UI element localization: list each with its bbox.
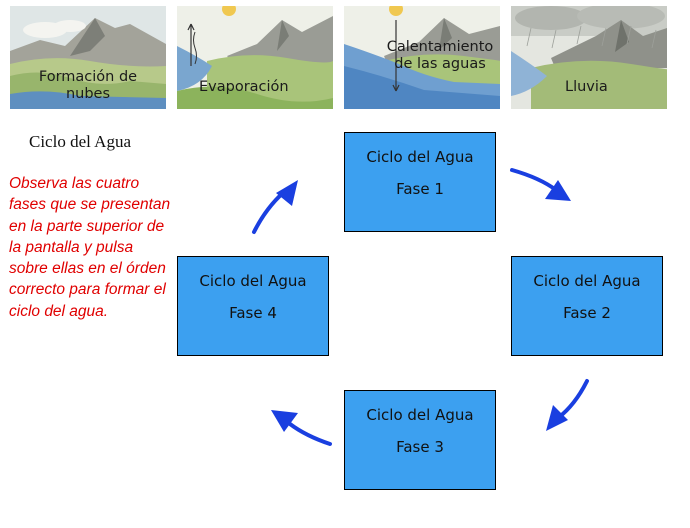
sun-icon (389, 6, 403, 16)
arrow-phase4-to-phase1-icon (252, 190, 286, 234)
tile-rain[interactable]: Lluvia (511, 6, 667, 109)
arrow-phase1-to-phase2-icon (510, 168, 558, 192)
arrow-phase3-to-phase4-icon (288, 422, 332, 446)
tile-cloud-formation[interactable]: Formación de nubes (10, 6, 166, 109)
tile-caption: Formación de nubes (38, 69, 138, 102)
tile-caption: Lluvia (565, 79, 608, 95)
phase-label: Fase 2 (563, 304, 611, 322)
phase-label: Fase 3 (396, 438, 444, 456)
phase-title: Ciclo del Agua (199, 272, 307, 290)
instructions-text: Observa las cuatro fases que se presenta… (9, 175, 171, 320)
page-title: Ciclo del Agua (29, 132, 131, 151)
phase-3-box[interactable]: Ciclo del Agua Fase 3 (344, 390, 496, 490)
rain-illustration (511, 6, 667, 109)
phase-label: Fase 1 (396, 180, 444, 198)
phase-title: Ciclo del Agua (366, 148, 474, 166)
evaporation-illustration (177, 6, 333, 109)
phase-label: Fase 4 (229, 304, 277, 322)
sun-icon (222, 6, 236, 16)
tile-caption: Evaporación (199, 79, 289, 95)
water-heating-illustration (344, 6, 500, 109)
phase-title: Ciclo del Agua (533, 272, 641, 290)
arrow-phase2-to-phase3-icon (556, 379, 589, 420)
phase-4-box[interactable]: Ciclo del Agua Fase 4 (177, 256, 329, 356)
cloud-formation-illustration (10, 6, 166, 109)
phase-1-box[interactable]: Ciclo del Agua Fase 1 (344, 132, 496, 232)
tile-water-heating[interactable]: Calentamiento de las aguas (344, 6, 500, 109)
tile-caption: Calentamiento de las aguas (386, 39, 494, 72)
phase-2-box[interactable]: Ciclo del Agua Fase 2 (511, 256, 663, 356)
tile-evaporation[interactable]: Evaporación (177, 6, 333, 109)
phase-title: Ciclo del Agua (366, 406, 474, 424)
